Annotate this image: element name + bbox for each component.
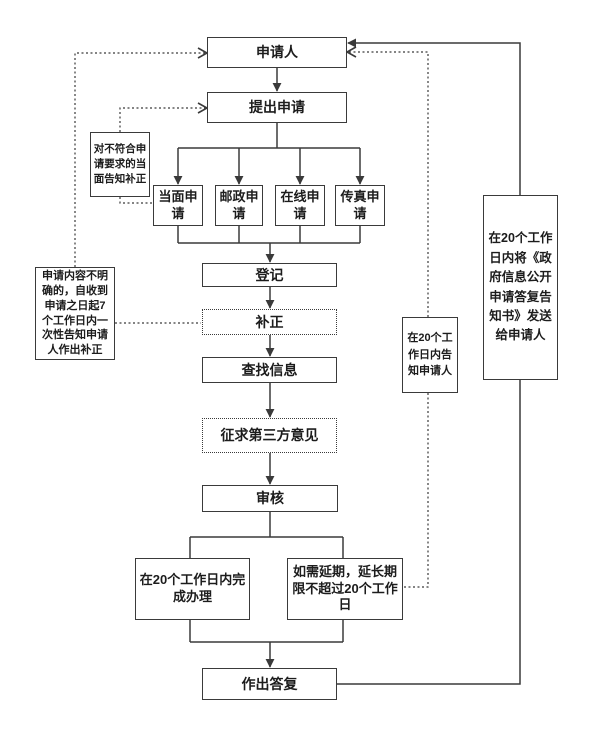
node-make-reply: 作出答复 [202,668,337,700]
node-third-party-opinion: 征求第三方意见 [202,418,337,453]
node-online-apply: 在线申请 [275,185,325,226]
node-inperson-apply: 当面申请 [153,185,203,226]
node-notify-in-20-days: 在20个工作日内告知申请人 [402,317,458,393]
note-unclear-content: 申请内容不明确的，自收到申请之日起7个工作日内一次性告知申请人作出补正 [35,267,115,360]
node-correction: 补正 [202,309,337,335]
node-complete-in-20-days: 在20个工作日内完成办理 [135,558,250,620]
node-postal-apply: 邮政申请 [215,185,263,226]
node-register: 登记 [202,263,337,287]
node-extension-limit: 如需延期，延长期限不超过20个工作日 [287,558,403,620]
node-submit-application: 提出申请 [207,92,347,123]
node-send-reply-notice: 在20个工作日内将《政府信息公开申请答复告知书》发送给申请人 [483,195,558,380]
node-review: 审核 [202,485,338,512]
note-inperson-correction: 对不符合申请要求的当面告知补正 [90,132,150,197]
node-fax-apply: 传真申请 [335,185,385,226]
node-applicant: 申请人 [207,37,347,68]
node-search-info: 查找信息 [202,357,337,383]
